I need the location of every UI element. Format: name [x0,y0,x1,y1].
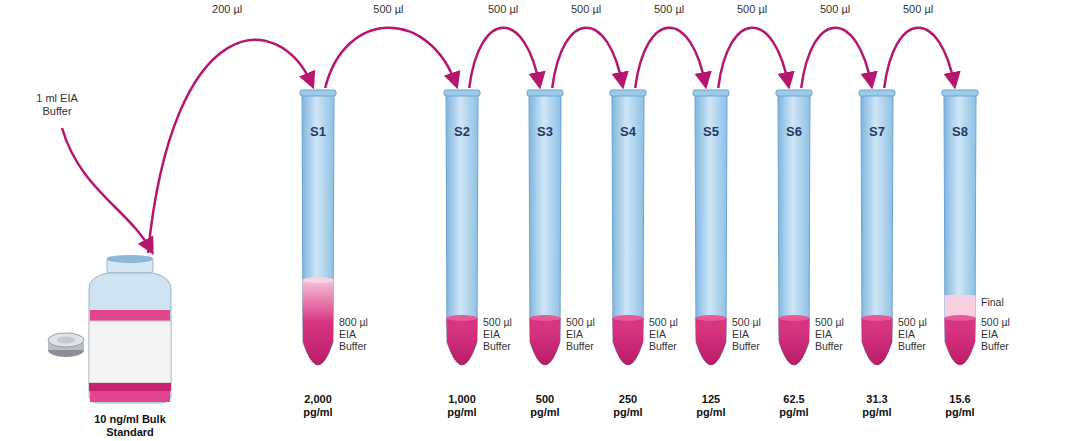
concentration-label: 1,000 pg/ml [438,393,486,419]
test-tube: S1800 µl EIA Buffer2,000 pg/ml [300,90,336,385]
transfer-arrow [325,28,456,88]
transfer-arrow [148,40,313,253]
liquid [612,318,643,365]
test-tube: S8Final500 µl EIA Buffer15.6 pg/ml [942,90,978,385]
tube-rim [300,90,336,96]
volume-label: 500 µl EIA Buffer [732,316,772,352]
liquid [529,318,560,365]
transfer-arrow [552,28,622,88]
volume-label: 500 µl EIA Buffer [649,316,689,352]
liquid [944,318,975,365]
liquid-surface [862,315,893,321]
test-tube: S3500 µl EIA Buffer500 pg/ml [527,90,563,385]
vial-mouth [107,255,153,263]
liquid [695,318,726,365]
vial-label-band [89,383,171,391]
tube-name: S8 [942,124,978,139]
tube-name: S3 [527,124,563,139]
vial: 10 ng/ml Bulk Standard [85,255,175,405]
liquid-surface [303,277,334,283]
concentration-label: 31.3 pg/ml [853,393,901,419]
transfer-arrow [635,28,705,88]
volume-label: 500 µl EIA Buffer [483,316,523,352]
transfer-volume: 200 µl [210,3,244,15]
transfer-volume: 500 µl [735,3,769,15]
volume-label: 500 µl EIA Buffer [566,316,606,352]
standard-label: 10 ng/ml Bulk Standard [70,413,190,439]
transfer-volume: 500 µl [371,3,405,15]
liquid-surface [696,315,727,321]
volume-label: 500 µl EIA Buffer [815,316,855,352]
liquid [861,318,892,365]
final-label: Final [981,296,1004,308]
tube-rim [693,90,729,96]
test-tube: S4500 µl EIA Buffer250 pg/ml [610,90,646,385]
transfer-arrow [718,28,788,88]
transfer-volume: 500 µl [901,3,935,15]
test-tube: S6500 µl EIA Buffer62.5 pg/ml [776,90,812,385]
liquid [302,280,333,365]
volume-label: 800 µl EIA Buffer [339,316,379,352]
tube-name: S2 [444,124,480,139]
buffer-arrow [62,128,152,252]
volume-label: 500 µl EIA Buffer [898,316,938,352]
vial-shape [85,255,175,405]
tube-rim [859,90,895,96]
transfer-arrow [469,28,539,88]
tube-name: S6 [776,124,812,139]
test-tube: S7500 µl EIA Buffer31.3 pg/ml [859,90,895,385]
vial-label [89,321,171,383]
volume-label: 500 µl EIA Buffer [981,316,1021,352]
annotation: 1 ml EIA Buffer [22,92,92,118]
tube-rim [610,90,646,96]
transfer-volume: 500 µl [818,3,852,15]
vial-liquid [90,310,170,402]
final-volume [945,295,976,365]
tube-name: S7 [859,124,895,139]
liquid-surface [613,315,644,321]
test-tube: S5500 µl EIA Buffer125 pg/ml [693,90,729,385]
vial-body [89,273,171,403]
transfer-arrow [884,28,954,88]
concentration-label: 250 pg/ml [604,393,652,419]
tube-rim [527,90,563,96]
vial-cap [48,333,84,357]
concentration-label: 125 pg/ml [687,393,735,419]
transfer-volume: 500 µl [652,3,686,15]
concentration-label: 500 pg/ml [521,393,569,419]
tube-name: S4 [610,124,646,139]
tube-name: S1 [300,124,336,139]
concentration-label: 15.6 pg/ml [936,393,984,419]
tube-rim [942,90,978,96]
concentration-label: 2,000 pg/ml [294,393,342,419]
liquid-surface [530,315,561,321]
tube-name: S5 [693,124,729,139]
tube-rim [444,90,480,96]
test-tube: S2500 µl EIA Buffer1,000 pg/ml [444,90,480,385]
liquid-surface [779,315,810,321]
transfer-volume: 500 µl [569,3,603,15]
transfer-volume: 500 µl [486,3,520,15]
liquid-surface [447,315,478,321]
liquid-surface [945,315,976,321]
liquid [778,318,809,365]
concentration-label: 62.5 pg/ml [770,393,818,419]
tube-rim [776,90,812,96]
transfer-arrow [801,28,871,88]
liquid [446,318,477,365]
